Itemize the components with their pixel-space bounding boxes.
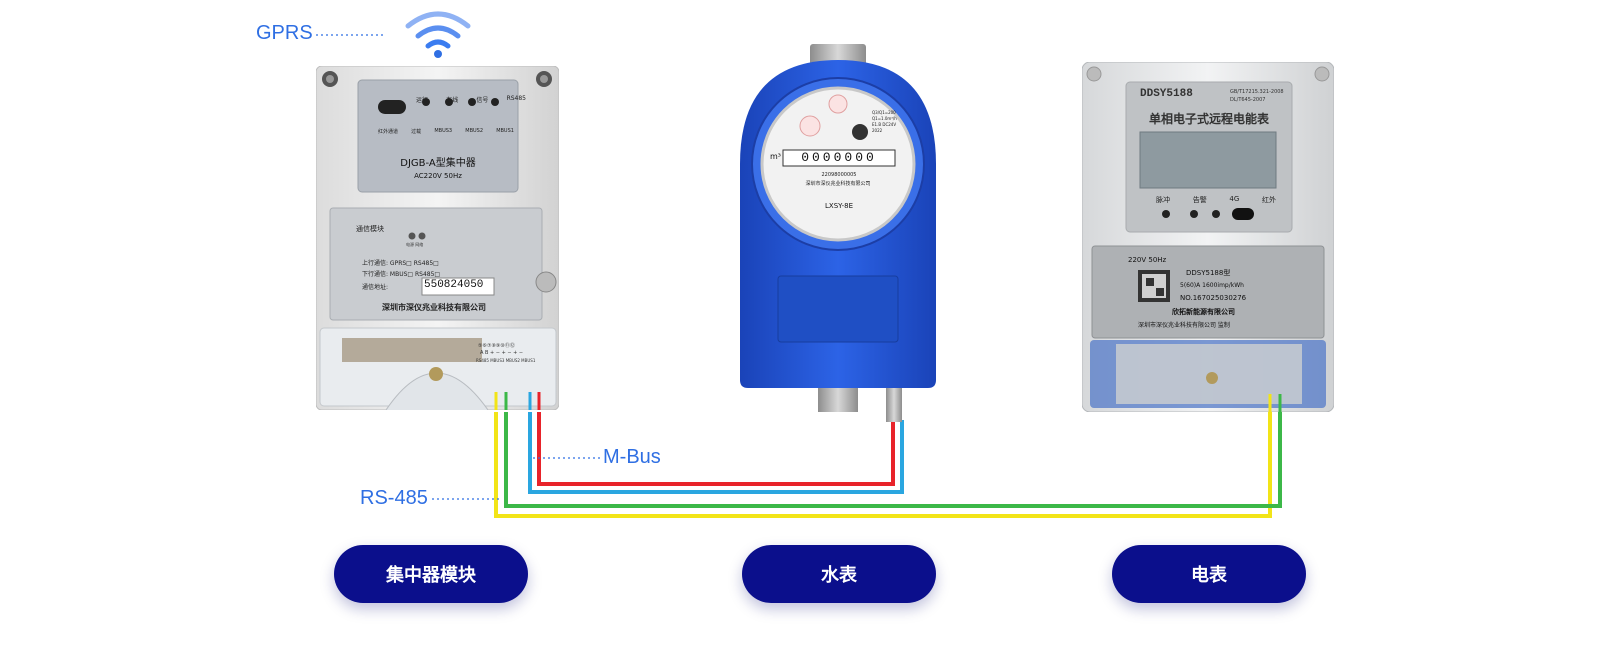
uplink-text: 上行通信: GPRS□ RS485□ — [362, 260, 439, 267]
sublabel-ir: 红外通道 — [378, 129, 399, 135]
water-meter-device: 0000000 m³ Q3/Q1=200 Q1=1.0m³/h E1.B DC2… — [738, 44, 938, 424]
terminal-names: RS485 MBUS3 MBUS2 MBUS1 — [476, 358, 536, 363]
sublabel-mbus3: MBUS3 — [434, 128, 453, 134]
water-digits: 0000000 — [801, 150, 877, 165]
em-brand: DDSY5188 — [1140, 88, 1193, 100]
em-supervisor: 深圳市深仪兆业科技有限公司 监制 — [1138, 322, 1230, 329]
water-spec-4: 2022 — [872, 128, 883, 133]
water-specs: Q3/Q1=200 Q1=1.0m³/h E1.B DC24V 2022 — [872, 110, 897, 134]
concentrator-module-button[interactable]: 集中器模块 — [334, 545, 528, 603]
em-std-2: DL/T645-2007 — [1230, 97, 1266, 103]
led-label-signal: 信号 — [476, 97, 489, 104]
em-ind-alarm: 告警 — [1192, 196, 1207, 204]
mbus-red-wire — [537, 412, 895, 486]
sublabel-mbus1: MBUS1 — [496, 128, 514, 134]
led-label-rs485: RS485 — [506, 95, 526, 102]
em-std-1: GB/T17215.321-2008 — [1230, 89, 1284, 95]
concentrator-power: AC220V 50Hz — [414, 172, 462, 180]
module-title: 通信模块 — [356, 225, 384, 233]
water-serial: 22098000005 — [821, 172, 857, 178]
led-sublabels: 红外通道 过载 MBUS3 MBUS2 MBUS1 — [378, 128, 514, 135]
mbus-blue-wire — [528, 412, 904, 494]
em-number: NO.167025030276 — [1180, 294, 1247, 302]
concentrator-company: 深圳市深仪兆业科技有限公司 — [382, 303, 486, 312]
sublabel-mbus2: MBUS2 — [465, 128, 484, 134]
em-ind-ir: 红外 — [1262, 196, 1276, 204]
concentrator-model: DJGB-A型集中器 — [400, 158, 476, 169]
water-company: 深圳市深仪兆业科技有限公司 — [805, 181, 871, 187]
address-value: 550824050 — [424, 279, 484, 291]
em-model: DDSY5188型 — [1186, 269, 1231, 277]
electric-meter-device: DDSY5188 GB/T17215.321-2008 DL/T645-2007… — [1081, 61, 1335, 413]
led-labels: 运行 在线 信号 RS485 — [416, 95, 526, 104]
water-spec-1: Q3/Q1=200 — [872, 110, 896, 115]
em-ind-4g: 4G — [1229, 195, 1240, 203]
em-maker: 欣拓新能源有限公司 — [1172, 308, 1235, 316]
gprs-label: GPRS — [256, 22, 313, 44]
terminal-numbers: ⑤⑥⑦⑧⑨⑩⑪⑫ — [478, 343, 515, 349]
terminal-signs: A B + − + − + − — [480, 350, 524, 356]
water-spec-2: Q1=1.0m³/h — [872, 116, 897, 121]
water-meter-button[interactable]: 水表 — [742, 545, 936, 603]
rs485-label: RS-485 — [360, 487, 428, 509]
em-standards: GB/T17215.321-2008 DL/T645-2007 — [1230, 88, 1284, 104]
em-title: 单相电子式远程电能表 — [1148, 112, 1269, 126]
led-label-online: 在线 — [446, 97, 459, 104]
led-label-run: 运行 — [416, 97, 429, 104]
downlink-text: 下行通信: MBUS□ RS485□ — [362, 271, 441, 278]
module-leds: 电源 网络 — [406, 242, 424, 247]
electric-meter-button[interactable]: 电表 — [1112, 545, 1306, 603]
concentrator-device: 运行 在线 信号 RS485 红外通道 过载 MBUS3 MBUS2 MBUS1… — [315, 65, 560, 411]
rs485-green-wire — [504, 412, 1282, 508]
em-voltage: 220V 50Hz — [1128, 256, 1167, 264]
rs485-yellow-wire — [494, 412, 1272, 518]
em-ind-pulse: 脉冲 — [1156, 196, 1170, 204]
address-label: 通信地址: — [362, 284, 389, 291]
em-current: 5(60)A 1600imp/kWh — [1180, 282, 1244, 289]
water-unit: m³ — [770, 152, 781, 161]
sublabel-overload: 过载 — [411, 129, 422, 135]
em-indicators: 脉冲 告警 4G 红外 — [1156, 195, 1276, 205]
wifi-icon — [405, 11, 471, 58]
water-spec-3: E1.B DC24V — [872, 122, 897, 127]
mbus-label: M-Bus — [603, 446, 661, 468]
water-model: LXSY-8E — [825, 202, 853, 210]
